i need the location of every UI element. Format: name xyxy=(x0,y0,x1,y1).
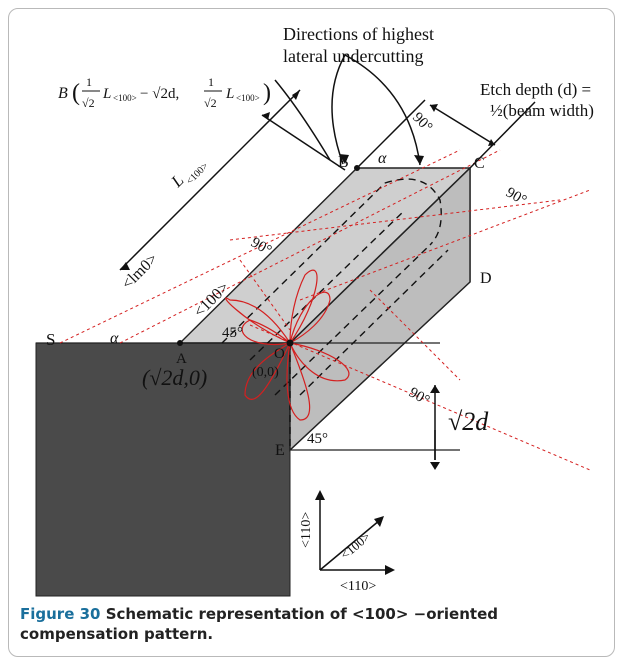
origin-label: (0,0) xyxy=(252,365,279,380)
axis-110-horizontal: <110> xyxy=(340,579,376,594)
sqrt2d-label: √2d xyxy=(448,407,489,436)
l100-label: L xyxy=(167,171,188,192)
axis-100-diagonal: <100> xyxy=(337,529,373,562)
svg-text:): ) xyxy=(263,80,271,106)
svg-text:(: ( xyxy=(72,80,80,106)
svg-text:1: 1 xyxy=(208,75,214,89)
figure-caption: Figure 30 Schematic representation of <1… xyxy=(20,604,605,644)
svg-text:− √2d,: − √2d, xyxy=(140,86,179,102)
caption-label: Figure 30 xyxy=(20,605,101,623)
angle-45-top: 45° xyxy=(222,325,243,341)
point-b-coordinate-formula: B ( 1 √2 L <100> − √2d, 1 √2 L <100> ) xyxy=(58,75,271,110)
directions-label-2: lateral undercutting xyxy=(283,46,423,66)
etch-depth-label-1: Etch depth (d) = xyxy=(480,80,591,99)
red-etch-petals xyxy=(225,269,350,421)
point-d-label: D xyxy=(480,270,492,287)
angle-45-bottom: 45° xyxy=(307,431,328,447)
svg-text:<100>: <100> xyxy=(113,93,137,103)
point-c-label: C xyxy=(474,155,485,172)
compensation-pattern-diagram: Directions of highest lateral undercutti… xyxy=(35,24,594,597)
svg-text:<100>: <100> xyxy=(236,93,260,103)
a-coord-label: (√2d,0) xyxy=(142,365,207,390)
point-o-label: O xyxy=(274,346,285,362)
alpha-top: α xyxy=(378,150,387,167)
point-a-label: A xyxy=(176,351,187,367)
svg-text:1: 1 xyxy=(86,75,92,89)
point-b-marker xyxy=(354,165,360,171)
lm0-label: <lm0> xyxy=(119,250,161,292)
point-b-label: B xyxy=(338,154,349,171)
point-a-marker xyxy=(177,340,183,346)
angle-90-2: 90° xyxy=(409,110,435,136)
svg-text:√2: √2 xyxy=(82,96,95,110)
svg-text:L: L xyxy=(102,86,111,102)
directions-label-1: Directions of highest xyxy=(283,24,434,44)
angle-90-4: 90° xyxy=(406,385,432,409)
red-guide-lines xyxy=(59,149,591,471)
svg-text:B: B xyxy=(58,85,68,102)
svg-text:L: L xyxy=(225,86,234,102)
svg-text:√2: √2 xyxy=(204,96,217,110)
caption-text: Schematic representation of <100> −orien… xyxy=(20,605,498,643)
axis-110-vertical: <110> xyxy=(299,512,314,548)
angle-90-3: 90° xyxy=(503,185,529,209)
point-s-label: S xyxy=(46,330,55,349)
arrow-heads xyxy=(120,90,495,470)
point-e-label: E xyxy=(275,442,285,459)
alpha-left: α xyxy=(110,330,119,347)
crystal-axes xyxy=(319,495,390,571)
undercut-dashed-lines xyxy=(221,178,449,450)
point-o-marker xyxy=(286,339,294,347)
pointer-lines xyxy=(119,54,536,460)
etch-depth-label-2: ½(beam width) xyxy=(490,101,594,120)
